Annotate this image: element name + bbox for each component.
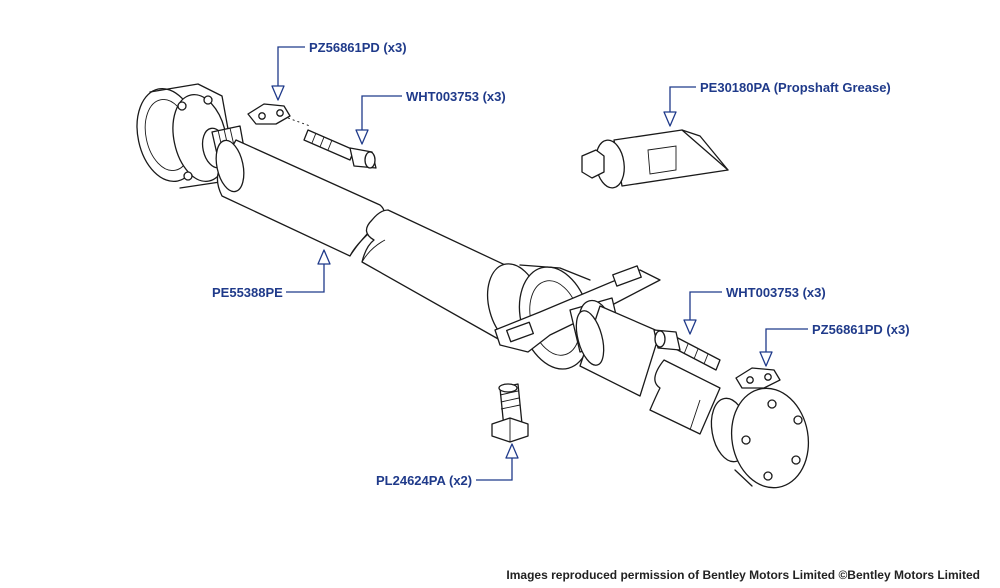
leader-pz56861pd-top: [271, 46, 305, 101]
label-wht003753-right[interactable]: WHT003753 (x3): [726, 285, 826, 300]
label-pe55388pe[interactable]: PE55388PE: [212, 285, 283, 300]
label-pz56861pd-right[interactable]: PZ56861PD (x3): [812, 322, 910, 337]
bolt-right: [653, 329, 721, 371]
rear-propshaft-tube: [361, 209, 521, 341]
right-flange: [710, 387, 810, 489]
leader-wht003753-right: [683, 291, 722, 335]
leader-pe55388pe: [286, 249, 331, 293]
mounting-bolt: [491, 383, 529, 443]
label-pe30180pa[interactable]: PE30180PA (Propshaft Grease): [700, 80, 891, 95]
label-pz56861pd-top[interactable]: PZ56861PD (x3): [309, 40, 407, 55]
rear-stub-shaft: [575, 305, 721, 435]
label-wht003753-top[interactable]: WHT003753 (x3): [406, 89, 506, 104]
label-pl24624pa[interactable]: PL24624PA (x2): [376, 473, 473, 488]
bolt-top: [303, 129, 377, 169]
grease-tube: [581, 129, 729, 189]
clamp-strap-right: [735, 367, 781, 389]
copyright-notice: Images reproduced permission of Bentley …: [506, 568, 980, 582]
clamp-strap-top: [247, 103, 311, 127]
leader-wht003753-top: [355, 95, 402, 145]
leader-pl24624pa: [476, 443, 519, 481]
leader-pz56861pd-right: [759, 328, 808, 367]
leader-pe30180pa: [663, 86, 696, 127]
